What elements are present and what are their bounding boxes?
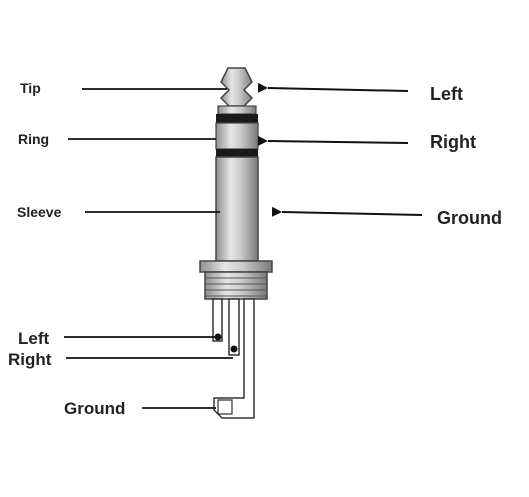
tip-solder-point [214, 333, 222, 341]
ground-arrow [271, 206, 423, 217]
plug-collar [199, 260, 273, 273]
right-arrows [257, 82, 423, 217]
plug [199, 67, 273, 300]
ground-lug [217, 399, 233, 415]
wire-right-label: Right [8, 350, 52, 369]
ring-terminal [228, 298, 240, 356]
tip-label: Tip [20, 80, 41, 96]
plug-tip-neck [217, 105, 257, 115]
plug-ring [215, 122, 259, 150]
insulator-band-1 [216, 114, 258, 123]
insulator-band-2 [216, 149, 258, 157]
ring-label: Ring [18, 131, 49, 147]
left-pointer-lines [64, 88, 233, 409]
plug-tip [219, 67, 254, 107]
tip-terminal [212, 298, 223, 342]
thread-lines [205, 277, 267, 297]
plug-thread [204, 271, 268, 300]
ring-solder-point [230, 345, 238, 353]
right-arrow [257, 135, 409, 146]
plug-sleeve [215, 156, 259, 262]
right-right-label: Right [430, 132, 476, 152]
wire-ground-label: Ground [64, 399, 125, 418]
right-ground-label: Ground [437, 208, 502, 228]
right-left-label: Left [430, 84, 463, 104]
left-arrow [257, 82, 409, 93]
sleeve-label: Sleeve [17, 204, 62, 220]
wire-left-label: Left [18, 329, 50, 348]
